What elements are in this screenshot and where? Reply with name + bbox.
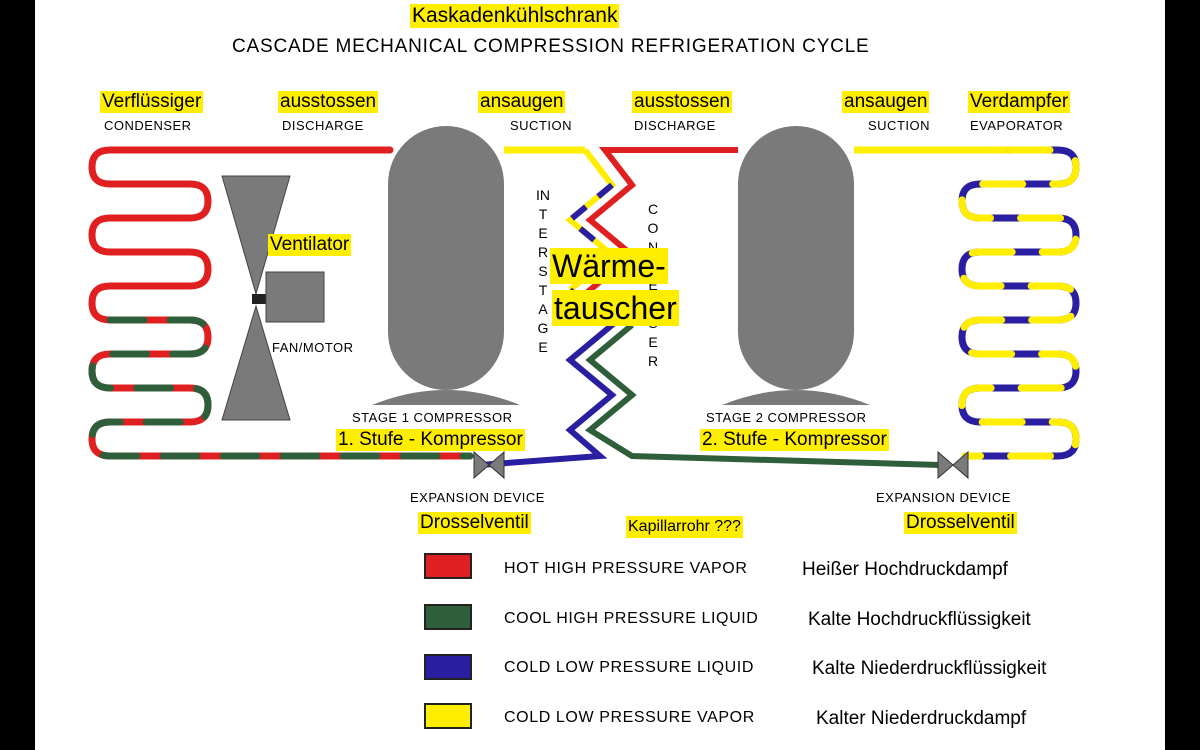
legend-label-en-cold-vapor: COLD LOW PRESSURE VAPOR: [504, 709, 755, 726]
fan-label-de: Ventilator: [268, 234, 352, 256]
discharge1-label-en: DISCHARGE: [282, 118, 364, 133]
expansion-valve-2-icon: [937, 450, 969, 480]
legend-swatch-cold-liquid: [424, 654, 472, 680]
legend-label-en-cold-liquid: COLD LOW PRESSURE LIQUID: [504, 659, 755, 676]
expansion2-label-en: EXPANSION DEVICE: [876, 490, 1011, 505]
evaporator-coil: [958, 146, 1080, 460]
discharge1-label-de: ausstossen: [278, 91, 379, 113]
heat-exchanger-label-line2: tauscher: [552, 290, 679, 326]
stage1-label-de: 1. Stufe - Kompressor: [336, 429, 525, 451]
title-english: CASCADE MECHANICAL COMPRESSION REFRIGERA…: [232, 36, 870, 57]
legend-label-de-cool-liquid: Kalte Hochdruckflüssigkeit: [808, 609, 1031, 630]
stage2-label-en: STAGE 2 COMPRESSOR: [706, 410, 867, 425]
interstage-vertical-label: INTERSTAGE: [536, 187, 550, 355]
legend-label-de-cold-vapor: Kalter Niederdruckdampf: [816, 708, 1027, 729]
condenser-label-de: Verflüssiger: [100, 91, 204, 113]
condenser-vertical-label: CONDENSER: [647, 201, 659, 369]
title-german: Kaskadenkühlschrank: [410, 4, 620, 28]
stage2-label-de: 2. Stufe - Kompressor: [700, 429, 889, 451]
fan-icon: [221, 175, 325, 421]
suction2-label-en: SUCTION: [868, 118, 930, 133]
left-frame-border: [0, 0, 35, 750]
right-frame-border: [1165, 0, 1200, 750]
expansion-valve-1-icon: [473, 450, 505, 480]
fan-label-en: FAN/MOTOR: [272, 340, 354, 355]
legend-label-en-cool-liquid: COOL HIGH PRESSURE LIQUID: [504, 610, 759, 627]
legend-swatch-cool-liquid: [424, 604, 472, 630]
expansion2-label-de: Drosselventil: [904, 512, 1017, 534]
suction2-label-de: ansaugen: [842, 91, 930, 113]
stage1-compressor: [372, 126, 520, 405]
heat-exchanger-label-line1: Wärme-: [550, 248, 668, 284]
legend-label-de-hot-vapor: Heißer Hochdruckdampf: [802, 559, 1008, 580]
condenser-label-en: CONDENSER: [104, 118, 192, 133]
condenser-coil-liquid-section: [88, 316, 474, 460]
suction1-label-de: ansaugen: [478, 91, 566, 113]
evaporator-label-de: Verdampfer: [968, 91, 1071, 113]
condenser-coil: [88, 146, 474, 460]
legend-swatch-cold-vapor: [424, 703, 472, 729]
stage2-compressor: [722, 126, 870, 405]
legend-label-de-cold-liquid: Kalte Niederdruckflüssigkeit: [812, 658, 1047, 679]
discharge2-label-de: ausstossen: [632, 91, 733, 113]
suction1-label-en: SUCTION: [510, 118, 572, 133]
evaporator-label-en: EVAPORATOR: [970, 118, 1064, 133]
discharge2-label-en: DISCHARGE: [634, 118, 716, 133]
legend-swatch-hot-vapor: [424, 553, 472, 579]
capillary-label-de: Kapillarrohr ???: [626, 516, 743, 538]
stage1-label-en: STAGE 1 COMPRESSOR: [352, 410, 513, 425]
expansion1-label-en: EXPANSION DEVICE: [410, 490, 545, 505]
expansion1-label-de: Drosselventil: [418, 512, 531, 534]
legend-label-en-hot-vapor: HOT HIGH PRESSURE VAPOR: [504, 560, 748, 577]
